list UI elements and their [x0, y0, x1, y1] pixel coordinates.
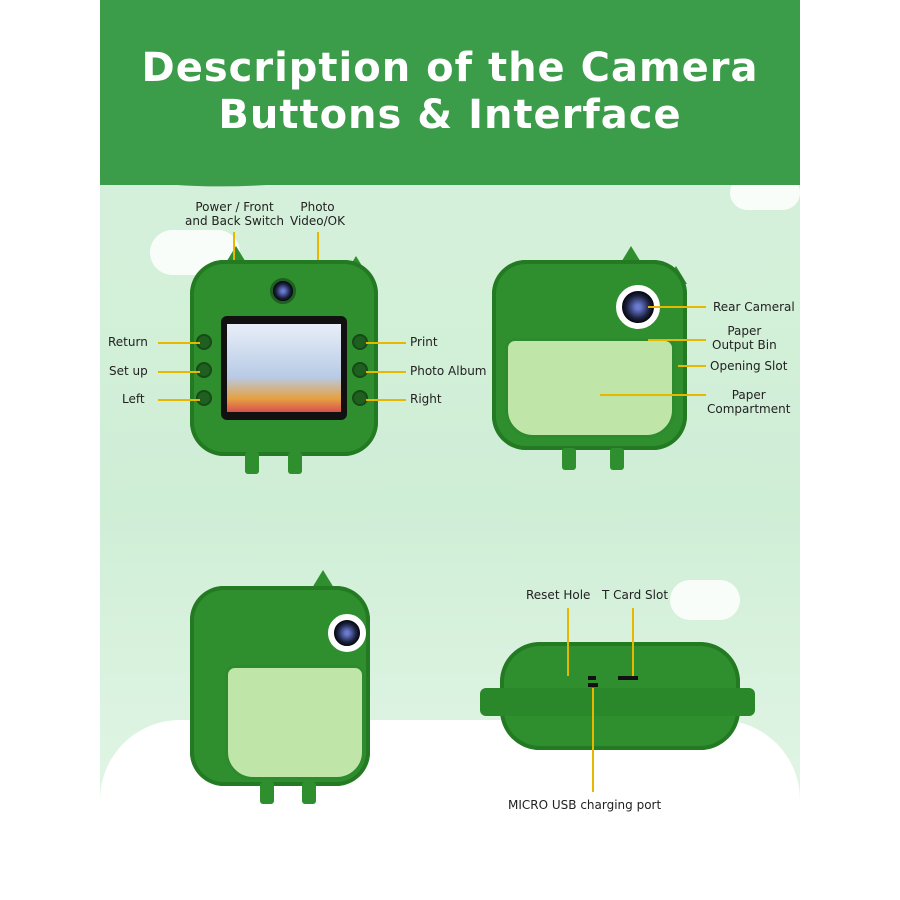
leg — [245, 452, 259, 474]
reset-hole — [588, 676, 596, 680]
photo-album-button — [352, 362, 368, 378]
label-left: Left — [122, 392, 145, 406]
spike — [620, 246, 642, 264]
arrow — [600, 394, 706, 396]
title-line-1: Description of the Camera — [141, 45, 759, 91]
label-text: Photo Video/OK — [290, 200, 345, 228]
arrow — [632, 608, 634, 676]
label-reset-hole: Reset Hole — [526, 588, 591, 602]
front-lens — [270, 278, 296, 304]
leg — [302, 782, 316, 804]
label-photo-video-ok: Photo Video/OK — [290, 200, 345, 228]
arrow — [366, 399, 406, 401]
label-return: Return — [108, 335, 148, 349]
arrow — [366, 371, 406, 373]
arrow — [158, 399, 200, 401]
right-button — [352, 390, 368, 406]
arrow — [158, 342, 200, 344]
label-text: Power / Front and Back Switch — [185, 200, 285, 228]
label-opening-slot: Opening Slot — [710, 359, 788, 373]
rear-camera-lens — [328, 614, 366, 652]
paper-compartment — [505, 338, 675, 438]
arrow — [567, 608, 569, 676]
label-photo-album: Photo Album — [410, 364, 487, 378]
arrow — [648, 306, 706, 308]
header-wave — [100, 150, 800, 187]
setup-button — [196, 362, 212, 378]
arrow — [592, 688, 594, 792]
left-button — [196, 390, 212, 406]
label-print: Print — [410, 335, 438, 349]
label-t-card-slot: T Card Slot — [602, 588, 669, 602]
label-micro-usb: MICRO USB charging port — [508, 798, 662, 812]
arrow — [158, 371, 200, 373]
label-paper-output-bin: Paper Output Bin — [712, 324, 777, 352]
arrow — [233, 232, 235, 260]
title-line-2: Buttons & Interface — [218, 92, 682, 138]
label-paper-compartment: Paper Compartment — [707, 388, 791, 416]
label-right: Right — [410, 392, 442, 406]
cloud — [670, 580, 740, 620]
arrow — [678, 365, 706, 367]
label-rear-camera: Rear Cameral — [713, 300, 795, 314]
spike — [225, 246, 247, 264]
leg — [288, 452, 302, 474]
infographic: Description of the Camera Buttons & Inte… — [100, 0, 800, 845]
spike — [312, 570, 334, 588]
micro-usb-port — [588, 683, 598, 687]
label-power-switch: Power / Front and Back Switch — [185, 200, 284, 228]
leg — [562, 448, 576, 470]
screen-photo — [227, 324, 341, 412]
leg — [610, 448, 624, 470]
paper-compartment — [225, 665, 365, 780]
camera-rim — [480, 688, 755, 716]
arrow — [317, 232, 319, 260]
arrow — [648, 339, 706, 341]
t-card-slot — [618, 676, 638, 680]
label-setup: Set up — [109, 364, 148, 378]
arrow — [366, 342, 406, 344]
screen — [221, 316, 347, 420]
leg — [260, 782, 274, 804]
